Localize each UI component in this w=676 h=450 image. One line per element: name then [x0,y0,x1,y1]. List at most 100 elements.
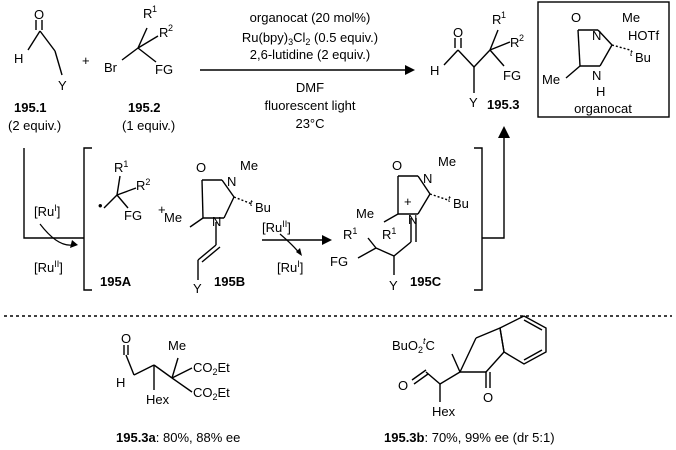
enamine-195b: O Me N Me N t Bu Y 195B [164,158,271,296]
compound-id-195-1: 195.1 [14,100,47,115]
example-a-co2et-1: CO2Et [193,360,230,377]
aldehyde-hydrogen: H [14,51,23,66]
radical-fg: FG [124,208,142,223]
example-a-methyl: Me [168,338,186,353]
ru-ii-left: [RuII] [34,259,63,275]
iminium-y-group: Y [389,278,398,293]
mechanism-frame [23,126,510,291]
radical-r2: R2 [136,177,150,193]
organocat-frame [537,1,670,118]
example-a-hexyl: Hex [146,392,170,407]
organocat-n2: N [592,68,601,83]
example-a-oxygen: O [121,331,131,346]
product-hydrogen: H [430,63,439,78]
exit-line [482,138,505,239]
equiv-195-2: (1 equiv.) [122,118,175,133]
enamine-tbu-t: t [250,198,253,208]
enamine-n-methyl: Me [240,158,258,173]
bromide-r2-superscript: 2 [168,23,173,33]
organocat-tbu-t: t [630,48,633,58]
radical-195a: • R1 R2 FG 195A [98,159,150,289]
example-a-hydrogen: H [116,375,125,390]
exit-arrowhead [498,126,510,138]
example-a-co2et-2: CO2Et [193,385,230,402]
iminium-n2: N [408,212,417,227]
plus-sign-mechanism: + [158,202,166,217]
compound-id-195-3: 195.3 [487,97,520,112]
organocat-box: O Me N HOTf Me N H t Bu organocat [537,1,670,118]
reaction-arrowhead [405,65,415,75]
equiv-195-1: (2 equiv.) [8,118,61,133]
bromide-br: Br [104,60,118,75]
organocat-oxygen: O [571,10,581,25]
product-r2-superscript: 2 [519,33,524,43]
compound-id-195a: 195A [100,274,132,289]
condition-light: fluorescent light [264,98,355,113]
organocat-tbu: Bu [635,50,651,65]
product-r1-superscript: 1 [501,10,506,20]
reactant-aldehyde: O H Y 195.1 (2 equiv.) [8,7,67,133]
example-195-3b: BuO2tC O O Hex 195.3b: 70%, 99% ee (dr 5… [384,315,555,445]
enamine-methyl: Me [164,210,182,225]
example-b-hexyl: Hex [432,404,456,419]
enamine-y-group: Y [193,281,202,296]
example-a-result: 195.3a: 80%, 88% ee [116,430,240,445]
compound-id-195b: 195B [214,274,245,289]
example-b-result: 195.3b: 70%, 99% ee (dr 5:1) [384,430,555,445]
iminium-tbu-t: t [448,194,451,204]
ru-cycle-mid: [RuII] [RuI] [262,219,332,275]
compound-id-195-2: 195.2 [128,100,161,115]
bromide-fg: FG [155,62,173,77]
enamine-n1: N [227,174,236,189]
condition-temperature: 23°C [295,116,324,131]
ru-ii-mid: [RuII] [262,219,291,235]
ru-i-mid: [RuI] [277,259,303,275]
iminium-195c: O Me N Me + N t Bu R1 R1 FG Y 195C [330,154,469,293]
iminium-n1: N [423,171,432,186]
product-195-3: O H R 1 R 2 FG Y 195.3 [430,10,524,112]
enamine-n2: N [212,214,221,229]
organocat-n-hydrogen: H [596,84,605,99]
iminium-oxygen: O [392,158,402,173]
example-b-ester: BuO2tC [392,336,435,355]
entry-line [23,148,84,239]
organocat-label: organocat [574,101,632,116]
product-fg: FG [503,68,521,83]
right-bracket [474,147,483,291]
iminium-fg: FG [330,254,348,269]
compound-id-195c: 195C [410,274,442,289]
reaction-conditions: organocat (20 mol%) Ru(bpy)3Cl2 (0.5 equ… [200,10,415,131]
condition-organocat: organocat (20 mol%) [250,10,371,25]
iminium-r1-a: R1 [343,226,357,242]
ru-i-left: [RuI] [34,203,60,219]
organocat-hotf: HOTf [628,28,659,43]
product-y-group: Y [469,95,478,110]
example-b-ketone-oxygen: O [483,390,493,405]
bromide-r1: R [143,6,152,21]
organocat-n-methyl: Me [622,10,640,25]
radical-r1: R1 [114,159,128,175]
iminium-plus: + [404,194,412,209]
condition-lutidine: 2,6-lutidine (2 equiv.) [250,47,370,62]
iminium-methyl: Me [356,206,374,221]
product-r2: R [510,35,519,50]
reactant-bromide: R 1 R 2 Br FG 195.2 (1 equiv.) [104,4,175,133]
iminium-r1-b: R1 [382,226,396,242]
enamine-tbu: Bu [255,200,271,215]
iminium-n-methyl: Me [438,154,456,169]
curved-arrow-left [39,223,77,246]
ru-cycle-left: [RuI] [RuII] [34,203,78,275]
plus-sign: + [82,53,90,68]
iminium-tbu: Bu [453,196,469,211]
condition-solvent: DMF [296,80,324,95]
bromide-r2: R [159,25,168,40]
mid-arrowhead [322,235,332,245]
example-195-3a: O H Me CO2Et CO2Et Hex 195.3a: 80%, 88% … [116,331,240,445]
organocat-methyl: Me [542,72,560,87]
aldehyde-oxygen: O [34,7,44,22]
product-r1: R [492,12,501,27]
condition-ru-catalyst: Ru(bpy)3Cl2 (0.5 equiv.) [242,30,378,47]
left-bracket [83,147,92,291]
